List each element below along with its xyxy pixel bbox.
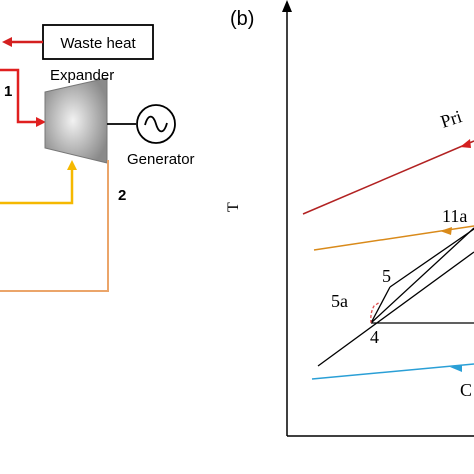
generator-label: Generator bbox=[127, 151, 195, 168]
panel-label: (b) bbox=[230, 8, 254, 30]
recuperator-line bbox=[0, 160, 109, 292]
expander-label: Expander bbox=[50, 67, 114, 84]
cold-stream-label: C bbox=[460, 380, 472, 400]
process-line-5-top bbox=[389, 228, 474, 288]
expander-exit-line bbox=[0, 160, 77, 205]
cold-stream-line bbox=[311, 363, 474, 380]
y-axis-arrowhead bbox=[282, 0, 292, 12]
point-5-label: 5 bbox=[382, 266, 391, 286]
mid-stream-line bbox=[313, 225, 474, 251]
heat-outflow-arrow bbox=[2, 37, 43, 47]
primary-stream-label: Pri bbox=[438, 106, 464, 132]
state-1-label: 1 bbox=[4, 83, 12, 100]
axes bbox=[282, 0, 474, 437]
dashed-5a-curve bbox=[370, 301, 381, 324]
cycle-process-lines bbox=[317, 227, 474, 367]
primary-stream-line bbox=[302, 139, 474, 215]
turbine-inlet-line bbox=[0, 68, 46, 127]
cycle-schematic: Waste heat 1 Expander Generator bbox=[0, 24, 195, 292]
expander-turbine: Expander bbox=[44, 67, 114, 164]
ts-diagram: (b) T Pri 11a 5 5a 4 bbox=[225, 0, 474, 437]
process-line-lower bbox=[317, 251, 474, 367]
point-11a-label: 11a bbox=[442, 206, 467, 226]
waste-heat-box: Waste heat bbox=[42, 24, 154, 60]
process-line-4-top bbox=[370, 227, 474, 324]
y-axis-label: T bbox=[225, 202, 242, 212]
process-line-4-5 bbox=[370, 286, 391, 324]
sine-wave-icon bbox=[144, 115, 168, 133]
point-4-label: 4 bbox=[370, 327, 379, 347]
generator: Generator bbox=[107, 104, 195, 168]
waste-heat-label: Waste heat bbox=[60, 35, 136, 52]
point-5a-label: 5a bbox=[331, 291, 348, 311]
state-2-label: 2 bbox=[118, 187, 126, 204]
